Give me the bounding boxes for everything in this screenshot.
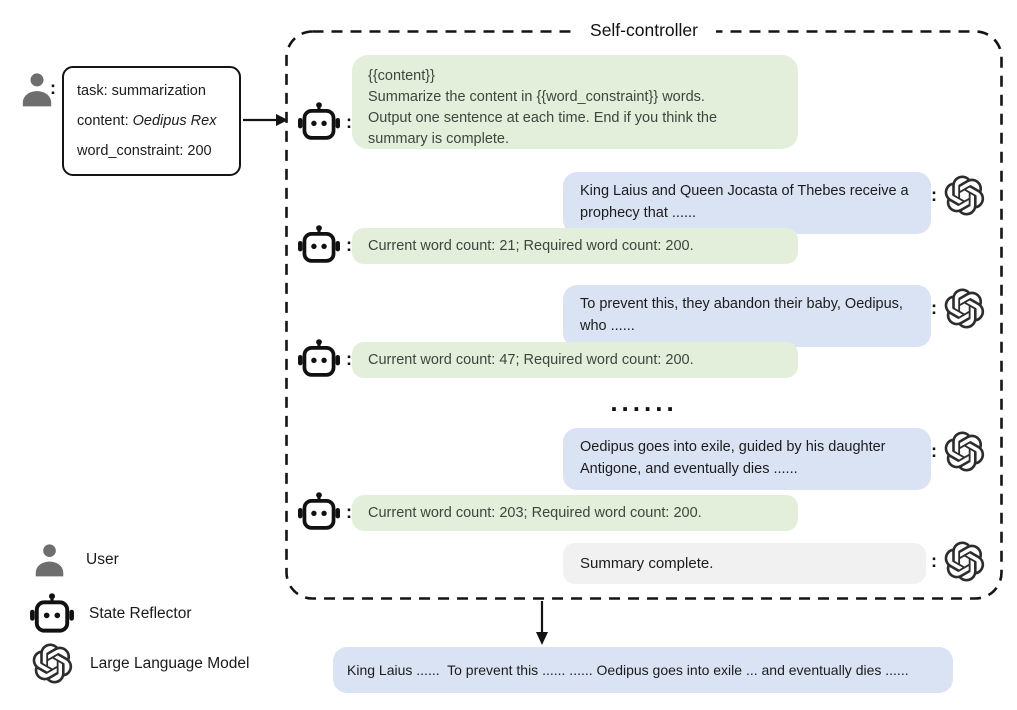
user-icon [33, 541, 66, 578]
legend-label: Large Language Model [90, 654, 250, 672]
llm-message-bubble: Oedipus goes into exile, guided by his d… [563, 428, 931, 490]
omitted-turns-ellipsis: ...... [610, 387, 678, 417]
llm-icon [944, 431, 985, 472]
state-reflector-tag: : [297, 490, 352, 534]
state-reflector-icon [297, 337, 341, 381]
user-icon [20, 70, 54, 108]
reflector-count-bubble: Current word count: 21; Required word co… [352, 228, 798, 264]
task-input-box: task: summarization content: Oedipus Rex… [62, 66, 241, 176]
reflector-count-bubble: Current word count: 203; Required word c… [352, 495, 798, 531]
llm-icon [944, 541, 985, 582]
llm-tag: : [931, 541, 985, 582]
final-summary-bubble: King Laius ...... To prevent this ......… [333, 647, 953, 693]
llm-message-bubble: King Laius and Queen Jocasta of Thebes r… [563, 172, 931, 234]
state-reflector-icon [297, 490, 341, 534]
reflector-count-bubble: Current word count: 47; Required word co… [352, 342, 798, 378]
state-reflector-tag: : [297, 223, 352, 267]
user-colon: : [50, 78, 56, 98]
word-constraint-line: word_constraint: 200 [77, 143, 212, 159]
state-reflector-icon [29, 592, 75, 636]
legend-item-state-reflector: State Reflector [29, 592, 192, 636]
state-reflector-tag: : [297, 100, 352, 144]
legend-item-user: User [33, 541, 119, 578]
self-controller-title: Self-controller [572, 16, 716, 44]
llm-tag: : [931, 175, 985, 216]
reflector-prompt-bubble: {{content}} Summarize the content in {{w… [352, 55, 798, 149]
legend-label: User [86, 550, 119, 568]
task-line: task: summarization [77, 83, 206, 99]
llm-final-bubble: Summary complete. [563, 543, 926, 584]
content-value: Oedipus Rex [132, 113, 217, 129]
llm-icon [32, 643, 73, 684]
llm-message-bubble: To prevent this, they abandon their baby… [563, 285, 931, 347]
content-line: content: Oedipus Rex [77, 113, 217, 129]
state-reflector-tag: : [297, 337, 352, 381]
state-reflector-icon [297, 223, 341, 267]
legend-label: State Reflector [89, 605, 192, 622]
llm-icon [944, 288, 985, 329]
self-controller-box: Self-controller : {{content}} Summarize … [285, 16, 1003, 600]
state-reflector-icon [297, 100, 341, 144]
llm-tag: : [931, 431, 985, 472]
llm-icon [944, 175, 985, 216]
llm-tag: : [931, 288, 985, 329]
legend-item-llm: Large Language Model [32, 643, 249, 684]
